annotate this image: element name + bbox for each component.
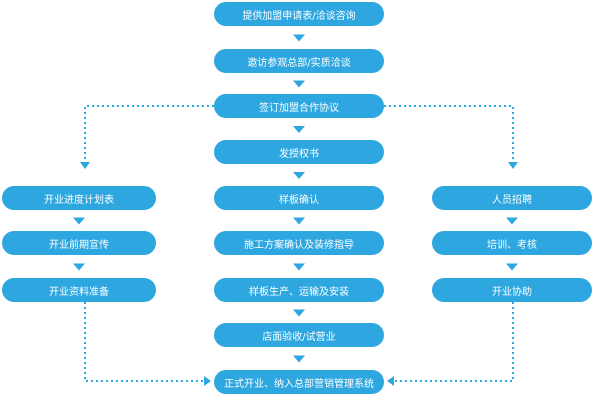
step-sign-agreement: 签订加盟合作协议 xyxy=(214,94,384,118)
step-issue-authorization: 发授权书 xyxy=(214,140,384,164)
step-construction-plan: 施工方案确认及装修指导 xyxy=(214,231,384,255)
center-flow-arrow-2 xyxy=(293,80,305,88)
left-step-schedule: 开业进度计划表 xyxy=(2,186,156,210)
dotted-connector-left-branch xyxy=(84,105,214,162)
center-flow-arrow-1 xyxy=(293,34,305,42)
step-sample-production-install: 样板生产、运输及安装 xyxy=(214,278,384,302)
dotted-connector-right-branch xyxy=(384,105,514,162)
arrowhead-right-into-final xyxy=(387,376,394,386)
step-application-consultation: 提供加盟申请表/洽谈咨询 xyxy=(214,2,384,26)
center-flow-arrow-8 xyxy=(293,355,305,363)
center-flow-arrow-4 xyxy=(293,172,305,179)
right-flow-arrow-1 xyxy=(506,217,518,225)
right-flow-arrow-2 xyxy=(506,263,518,271)
arrowhead-left-down xyxy=(80,162,90,169)
right-step-training: 培训、考核 xyxy=(432,231,592,255)
step-sample-confirmation: 样板确认 xyxy=(214,186,384,210)
dotted-connector-right-merge xyxy=(394,302,514,382)
step-visit-headquarters: 邀访参观总部/实质洽谈 xyxy=(214,49,384,73)
left-step-materials: 开业资料准备 xyxy=(2,278,156,302)
left-flow-arrow-1 xyxy=(73,217,85,225)
left-flow-arrow-2 xyxy=(73,263,85,271)
dotted-connector-left-merge xyxy=(84,302,204,382)
arrowhead-right-down xyxy=(508,162,518,169)
right-step-opening-assistance: 开业协助 xyxy=(432,278,592,302)
step-store-acceptance: 店面验收/试营业 xyxy=(214,323,384,347)
step-grand-opening: 正式开业、纳入总部营销管理系统 xyxy=(214,370,384,394)
left-step-promotion: 开业前期宣传 xyxy=(2,231,156,255)
center-flow-arrow-3 xyxy=(293,126,305,133)
right-step-recruitment: 人员招聘 xyxy=(432,186,592,210)
center-flow-arrow-7 xyxy=(293,309,305,317)
center-flow-arrow-6 xyxy=(293,263,305,271)
center-flow-arrow-5 xyxy=(293,217,305,225)
arrowhead-left-into-final xyxy=(204,376,211,386)
